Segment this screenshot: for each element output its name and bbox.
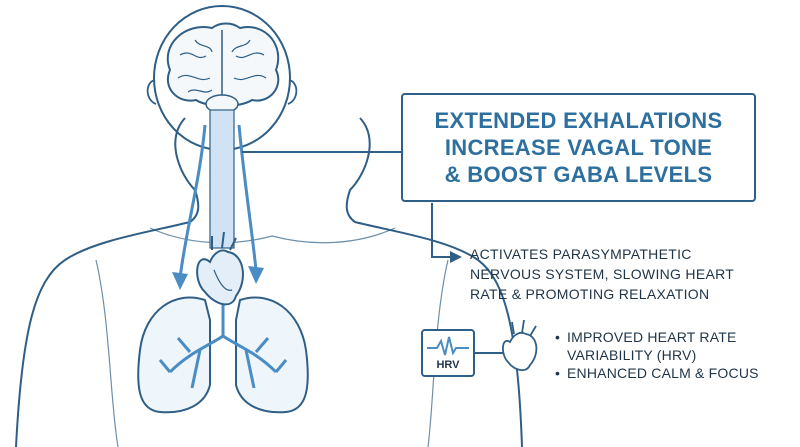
effect-line-3: RATE & PROMOTING RELAXATION (470, 286, 710, 302)
lungs-icon (137, 296, 309, 414)
ear-left (146, 79, 157, 105)
headline-line-1: EXTENDED EXHALATIONS (434, 108, 723, 133)
small-heart-icon (502, 319, 538, 372)
bullet: • (555, 365, 561, 381)
effect-line-2: NERVOUS SYSTEM, SLOWING HEART (470, 266, 735, 282)
benefit-text: IMPROVED HEART RATE (567, 329, 737, 345)
bullet: • (555, 329, 561, 345)
effect-line-1: ACTIVATES PARASYMPATHETIC (470, 246, 692, 262)
connector-arrowhead (450, 251, 462, 263)
headline-line-3: & BOOST GABA LEVELS (444, 162, 713, 187)
benefit-text: VARIABILITY (HRV) (567, 347, 697, 363)
connector-title-to-effect (431, 203, 452, 258)
brainstem-column (209, 109, 235, 249)
headline-box: EXTENDED EXHALATIONS INCREASE VAGAL TONE… (401, 93, 756, 202)
benefits-list: • IMPROVED HEART RATE VARIABILITY (HRV) … (555, 328, 795, 382)
benefit-text: ENHANCED CALM & FOCUS (567, 365, 759, 381)
benefit-item: • IMPROVED HEART RATE (555, 328, 795, 346)
benefit-item: • ENHANCED CALM & FOCUS (555, 364, 795, 382)
ear-right (287, 79, 298, 105)
vagal-arrowhead-right (248, 266, 264, 284)
vagal-arrow-right (237, 124, 258, 271)
vagal-arrowhead-left (172, 272, 188, 290)
headline-line-2: INCREASE VAGAL TONE (444, 135, 713, 160)
brain-icon (166, 22, 280, 114)
effect-description: ACTIVATES PARASYMPATHETIC NERVOUS SYSTEM… (470, 244, 770, 304)
hrv-label: HRV (436, 359, 460, 371)
hrv-badge: HRV (421, 329, 475, 377)
vagal-arrow-left (178, 124, 207, 279)
body-outline (15, 117, 523, 447)
heartbeat-wave-icon (427, 336, 469, 356)
benefit-item-continuation: VARIABILITY (HRV) (555, 346, 795, 364)
heart-icon (196, 231, 244, 306)
